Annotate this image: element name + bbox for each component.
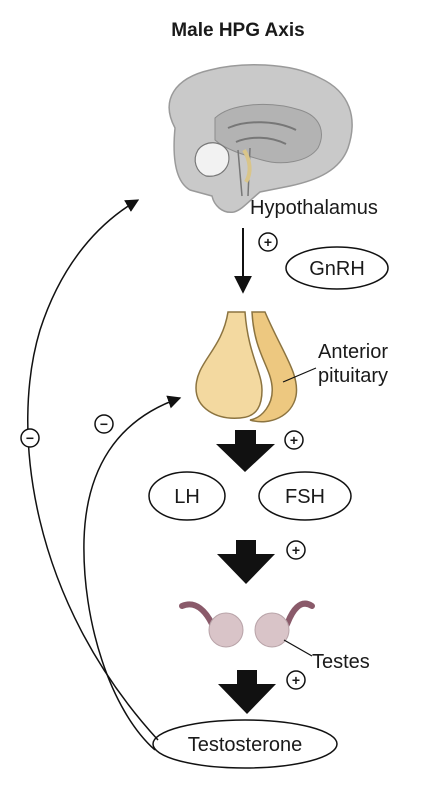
thick-arrow-testes-to-testosterone — [218, 670, 276, 714]
pituitary-illustration — [196, 312, 316, 422]
brain-illustration — [169, 65, 352, 213]
lh-hormone: LH — [149, 472, 225, 520]
plus-sign-testes: + — [287, 671, 305, 689]
diagram-title: Male HPG Axis — [171, 20, 304, 41]
anterior-pituitary-label-line1: Anterior — [318, 341, 388, 363]
fsh-label: FSH — [285, 486, 325, 508]
plus-sign-gnrh: + — [259, 233, 277, 251]
svg-text:−: − — [100, 416, 108, 432]
svg-text:+: + — [292, 672, 300, 688]
svg-text:+: + — [264, 234, 272, 250]
testosterone-label: Testosterone — [188, 734, 303, 756]
lh-label: LH — [174, 486, 200, 508]
hypothalamus-label: Hypothalamus — [250, 197, 378, 219]
testes-label: Testes — [312, 651, 370, 673]
svg-text:−: − — [26, 430, 34, 446]
anterior-pituitary-label-line2: pituitary — [318, 365, 388, 387]
negative-feedback-arrow-pituitary — [84, 398, 180, 750]
svg-text:+: + — [292, 542, 300, 558]
gnrh-label: GnRH — [309, 258, 365, 280]
gnrh-hormone: GnRH — [286, 247, 388, 289]
svg-text:+: + — [290, 432, 298, 448]
fsh-hormone: FSH — [259, 472, 351, 520]
minus-sign-hypothalamus: − — [21, 429, 39, 447]
testes-illustration — [182, 604, 312, 656]
thick-arrow-pituitary-to-lh-fsh — [216, 430, 275, 472]
minus-sign-pituitary: − — [95, 415, 113, 433]
negative-feedback-arrow-hypothalamus — [28, 200, 158, 740]
testosterone-hormone: Testosterone — [153, 720, 337, 768]
thick-arrow-lh-fsh-to-testes — [217, 540, 275, 584]
plus-sign-pituitary: + — [285, 431, 303, 449]
plus-sign-lh-fsh: + — [287, 541, 305, 559]
